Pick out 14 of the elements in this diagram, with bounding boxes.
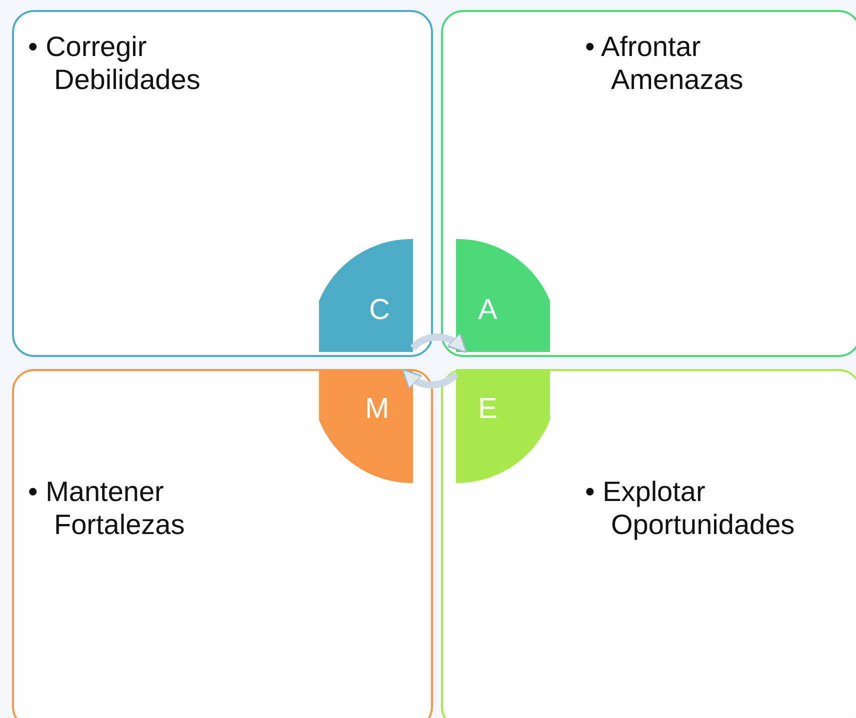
letter-label: M: [365, 393, 390, 426]
bullet-text: • Mantener Fortalezas: [28, 475, 186, 541]
bullet-text: • Explotar Oportunidades: [585, 475, 796, 541]
quadrant-card: [12, 10, 433, 357]
bullet-text: • Afrontar Amenazas: [585, 30, 744, 96]
letter-label: A: [478, 294, 498, 327]
curved-arrow: [410, 332, 468, 353]
letter-label: C: [369, 294, 390, 327]
curved-arrow: [401, 369, 459, 390]
quadrant-card: [441, 369, 856, 718]
quadrant-card: [12, 369, 433, 718]
letter-label: E: [478, 393, 498, 426]
quadrant-card: [441, 10, 856, 357]
bullet-text: • Corregir Debilidades: [28, 30, 202, 96]
